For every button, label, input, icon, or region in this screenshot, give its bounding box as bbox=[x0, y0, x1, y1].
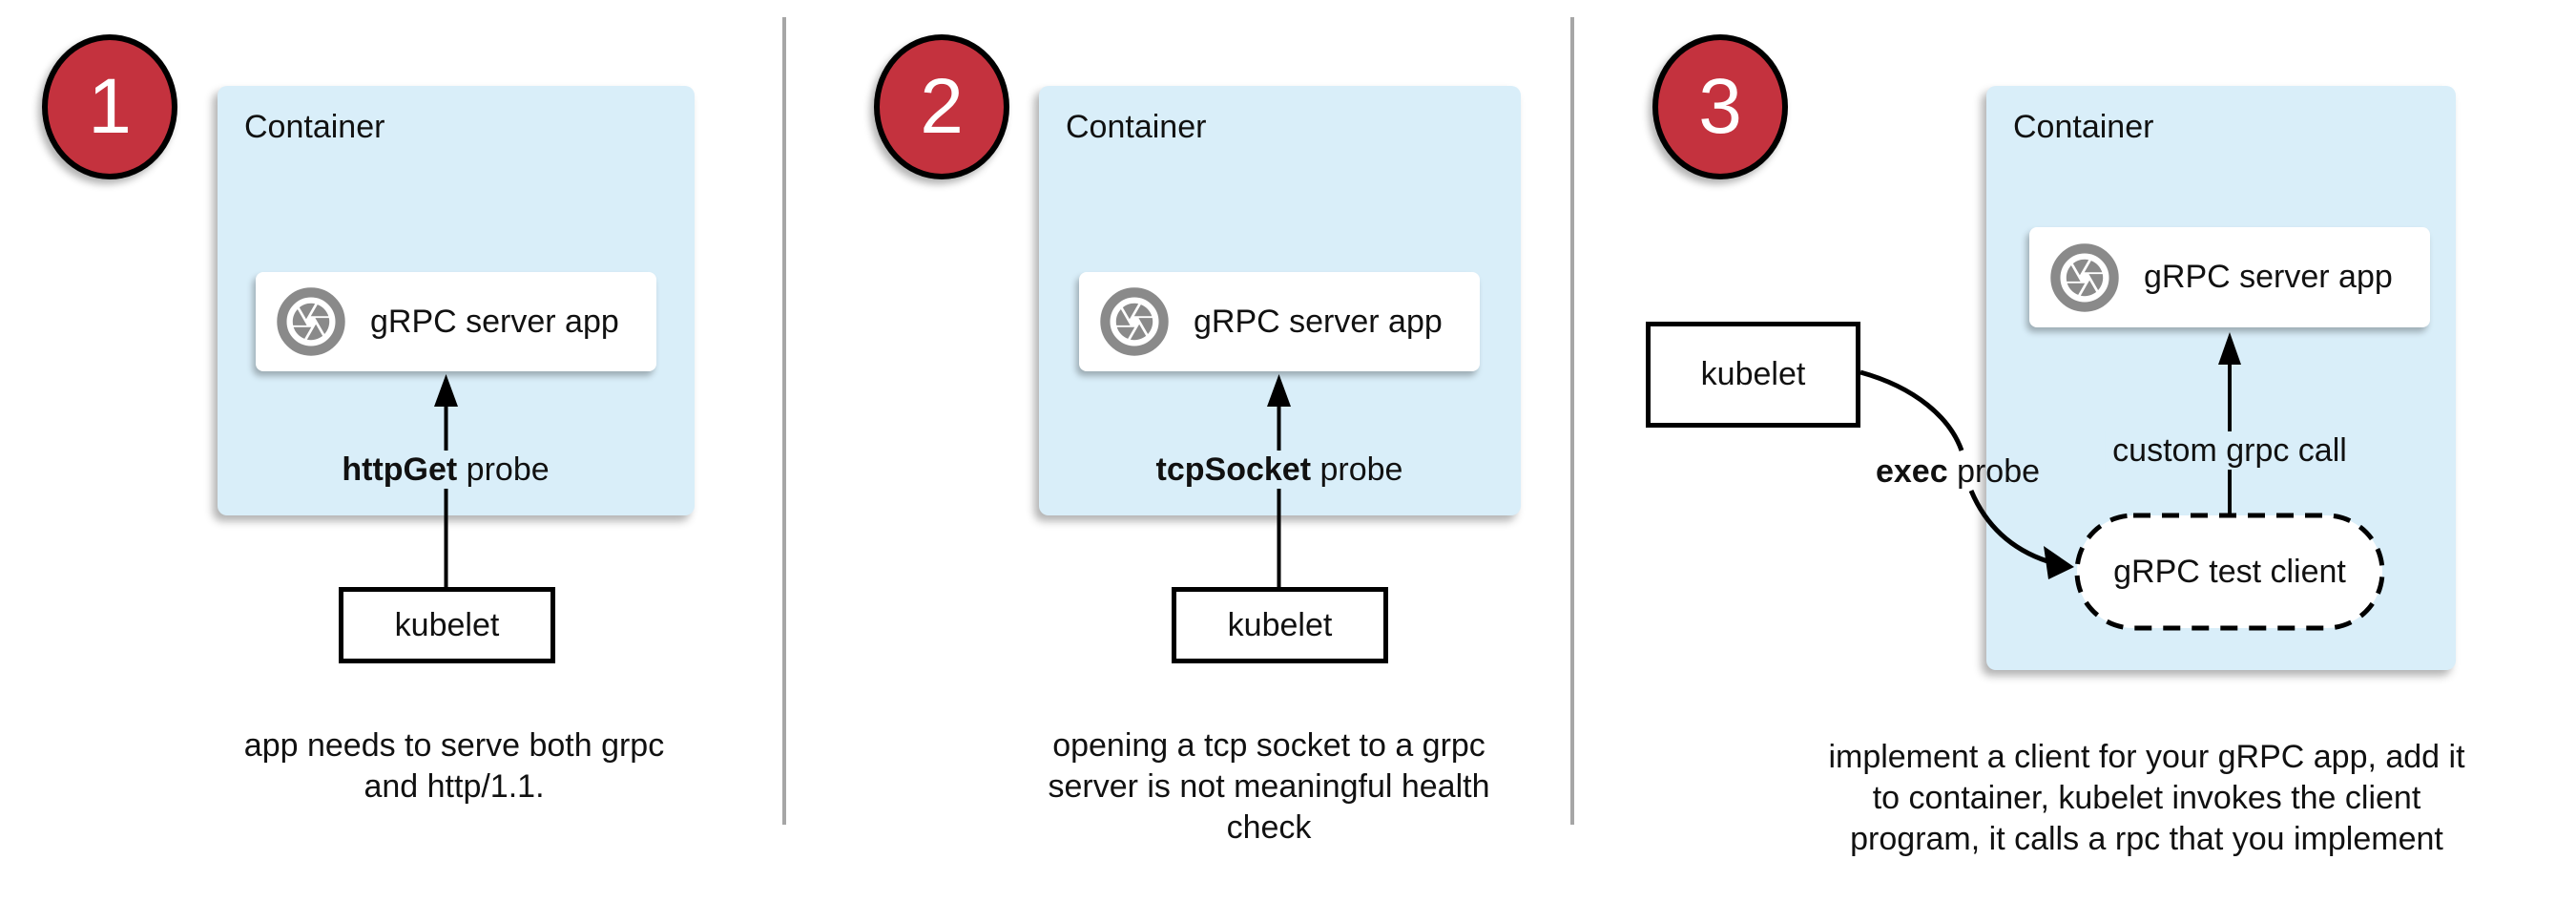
probe-type: exec bbox=[1875, 453, 1948, 490]
kubelet-label: kubelet bbox=[1700, 356, 1806, 392]
grpc-test-client-label: gRPC test client bbox=[2113, 554, 2346, 590]
grpc-server-app-label: gRPC server app bbox=[2144, 259, 2393, 295]
probe-word: probe bbox=[457, 451, 550, 488]
panel-divider-1 bbox=[782, 17, 786, 825]
kubelet-box-3: kubelet bbox=[1646, 322, 1860, 428]
probe-type: tcpSocket bbox=[1155, 451, 1312, 488]
step-number: 2 bbox=[920, 63, 964, 150]
grpc-server-app-box-2: gRPC server app bbox=[1079, 272, 1480, 371]
caption-3: implement a client for your gRPC app, ad… bbox=[1828, 739, 2465, 857]
probe-label-3: exec probe bbox=[1874, 452, 2042, 491]
caption-2: opening a tcp socket to a grpc server is… bbox=[1048, 727, 1490, 846]
kubelet-label: kubelet bbox=[1227, 606, 1333, 643]
camera-aperture-icon bbox=[2050, 242, 2119, 312]
probe-word: probe bbox=[1947, 453, 2041, 490]
container-label-3: Container bbox=[2013, 109, 2154, 145]
step-number: 1 bbox=[88, 63, 132, 150]
container-label-1: Container bbox=[244, 109, 385, 145]
camera-aperture-icon bbox=[277, 287, 345, 356]
grpc-server-app-label: gRPC server app bbox=[370, 303, 619, 340]
grpc-server-app-box-1: gRPC server app bbox=[256, 272, 656, 371]
kubelet-label: kubelet bbox=[394, 606, 500, 643]
step-badge-2: 2 bbox=[874, 34, 1009, 179]
probe-type: httpGet bbox=[342, 451, 458, 488]
kubelet-box-2: kubelet bbox=[1172, 587, 1388, 663]
step-badge-3: 3 bbox=[1652, 34, 1788, 179]
camera-aperture-icon bbox=[1100, 287, 1169, 356]
panel-divider-2 bbox=[1570, 17, 1574, 825]
probe-word: probe bbox=[1311, 451, 1403, 488]
step-number: 3 bbox=[1698, 63, 1742, 150]
grpc-server-app-box-3: gRPC server app bbox=[2029, 227, 2430, 327]
probe-label-2: tcpSocket probe bbox=[1148, 451, 1411, 489]
kubelet-box-1: kubelet bbox=[339, 587, 555, 663]
grpc-server-app-label: gRPC server app bbox=[1194, 303, 1443, 340]
caption-1: app needs to serve both grpc and http/1.… bbox=[243, 727, 665, 805]
custom-grpc-call-label: custom grpc call bbox=[2105, 431, 2355, 470]
step-badge-1: 1 bbox=[42, 34, 177, 179]
probe-label-1: httpGet probe bbox=[334, 451, 557, 489]
container-label-2: Container bbox=[1066, 109, 1207, 145]
